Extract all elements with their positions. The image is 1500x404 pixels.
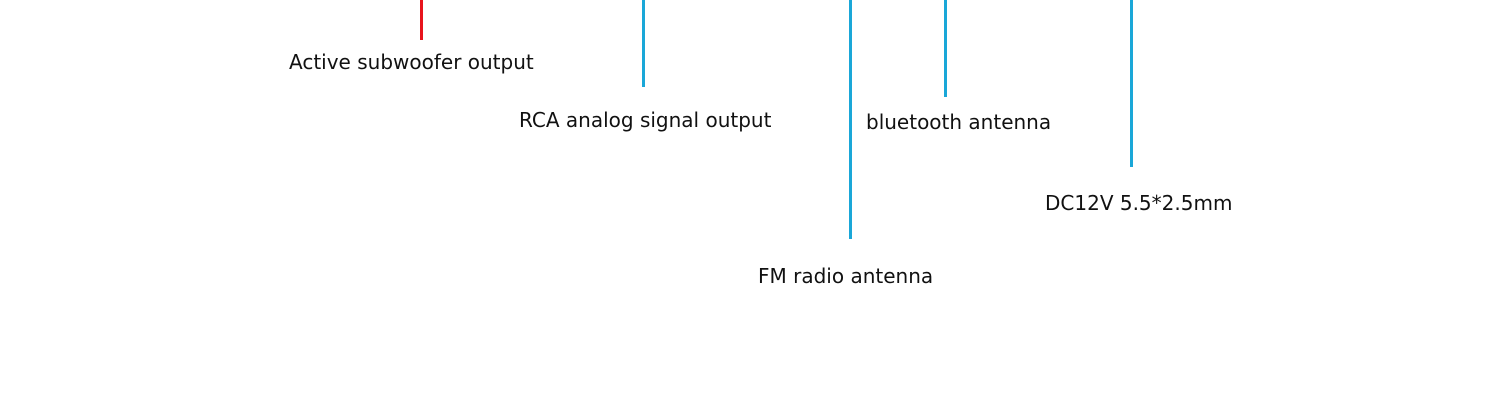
dc-power-label: DC12V 5.5*2.5mm (1045, 191, 1233, 215)
subwoofer-output-label: Active subwoofer output (289, 50, 534, 74)
subwoofer-output-leader-line (420, 0, 423, 40)
fm-antenna-leader-line (849, 0, 852, 239)
bluetooth-antenna-leader-line (944, 0, 947, 97)
rca-output-leader-line (642, 0, 645, 87)
bluetooth-antenna-label: bluetooth antenna (866, 110, 1052, 134)
rca-output-label: RCA analog signal output (519, 108, 772, 132)
fm-antenna-label: FM radio antenna (758, 264, 934, 288)
dc-power-leader-line (1130, 0, 1133, 167)
